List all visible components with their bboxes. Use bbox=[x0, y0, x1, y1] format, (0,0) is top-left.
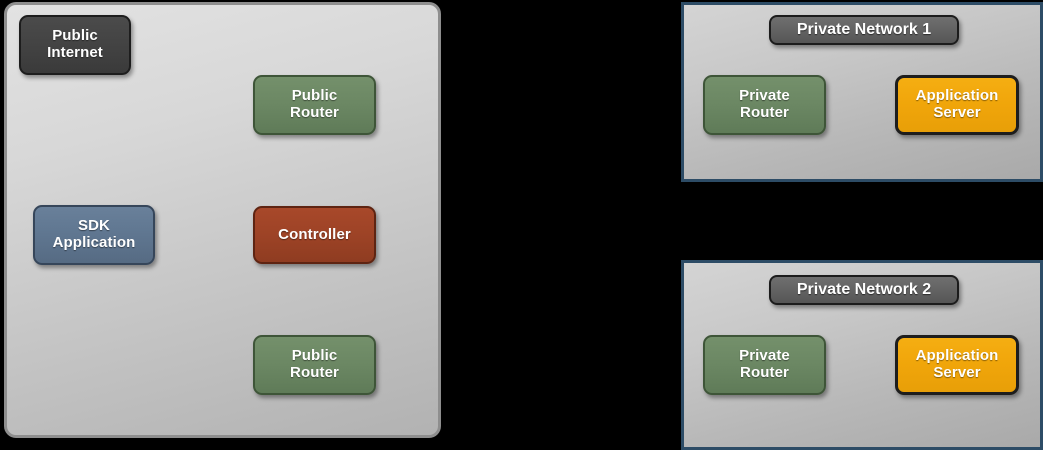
private-network-2-container: Private Network 2 Private Router Applica… bbox=[681, 260, 1043, 450]
node-application-server-2[interactable]: Application Server bbox=[895, 335, 1019, 395]
node-public-router-bottom-label: Public Router bbox=[290, 347, 339, 381]
node-private-router-1-label: Private Router bbox=[739, 87, 790, 121]
private-network-2-title-label: Private Network 2 bbox=[796, 281, 932, 298]
node-public-router-bottom[interactable]: Public Router bbox=[253, 335, 376, 395]
node-public-router-top[interactable]: Public Router bbox=[253, 75, 376, 135]
private-network-1-title: Private Network 1 bbox=[769, 15, 959, 45]
node-public-internet[interactable]: Public Internet bbox=[19, 15, 131, 75]
node-application-server-1[interactable]: Application Server bbox=[895, 75, 1019, 135]
node-private-router-2-label: Private Router bbox=[739, 347, 790, 381]
node-private-router-2[interactable]: Private Router bbox=[703, 335, 826, 395]
node-application-server-2-label: Application Server bbox=[915, 347, 999, 381]
public-cloud-container: Public Internet Public Router SDK Applic… bbox=[4, 2, 441, 438]
node-application-server-1-label: Application Server bbox=[915, 87, 999, 121]
node-sdk-application[interactable]: SDK Application bbox=[33, 205, 155, 265]
node-controller-label: Controller bbox=[278, 225, 351, 243]
node-public-internet-label: Public Internet bbox=[47, 27, 103, 61]
private-network-1-title-label: Private Network 1 bbox=[796, 21, 932, 38]
node-public-router-top-label: Public Router bbox=[290, 87, 339, 121]
node-sdk-application-label: SDK Application bbox=[52, 217, 136, 251]
private-network-2-title: Private Network 2 bbox=[769, 275, 959, 305]
node-private-router-1[interactable]: Private Router bbox=[703, 75, 826, 135]
node-controller[interactable]: Controller bbox=[253, 206, 376, 264]
private-network-1-container: Private Network 1 Private Router Applica… bbox=[681, 2, 1043, 182]
